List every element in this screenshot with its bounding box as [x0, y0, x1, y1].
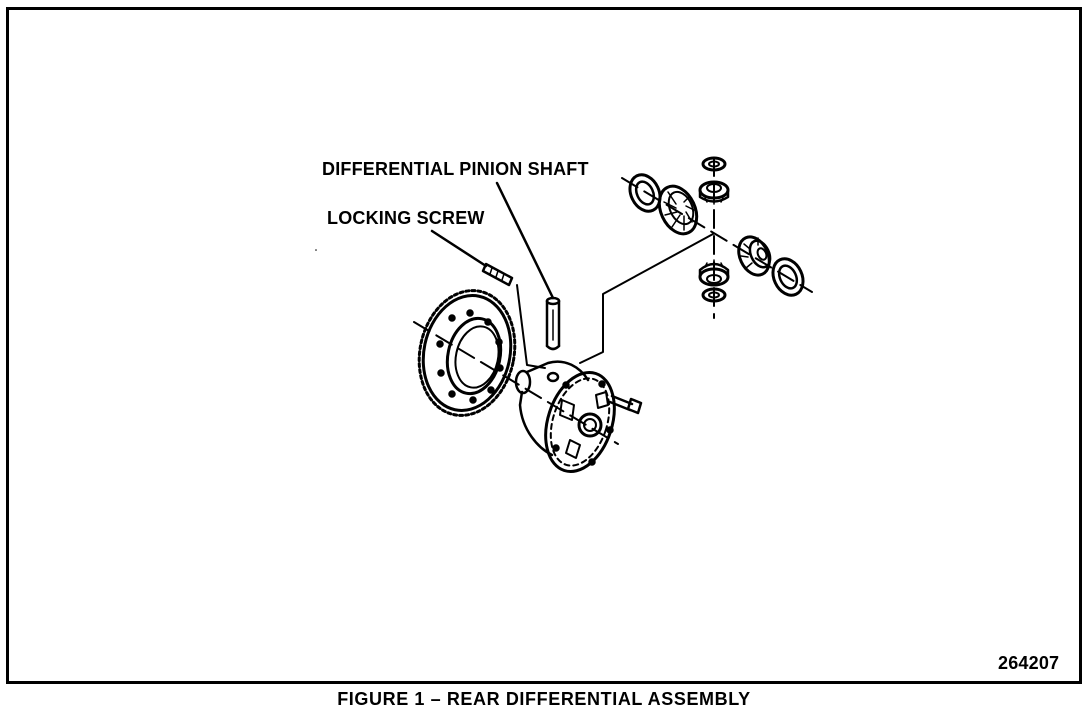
- figure-caption: FIGURE 1 – REAR DIFFERENTIAL ASSEMBLY: [337, 689, 751, 709]
- differential-case: [514, 360, 616, 474]
- lower-pinion-washer: [701, 287, 727, 303]
- ring-gear: [417, 289, 517, 417]
- figure-frame: [6, 7, 1082, 684]
- figure-number: 264207: [998, 653, 1060, 673]
- pinion-shaft-leader: [495, 181, 555, 300]
- upper-pinion-gear: [698, 180, 730, 205]
- lower-pinion-gear: [698, 259, 730, 287]
- speck: [315, 249, 317, 251]
- locking-screw-leader: [430, 229, 488, 268]
- left-side-gear: [657, 184, 699, 236]
- differential-exploded-view: [315, 156, 813, 474]
- locking-screw-label: LOCKING SCREW: [327, 208, 485, 228]
- left-thrust-washer: [628, 173, 662, 213]
- upper-pinion-washer: [701, 156, 727, 172]
- pinion-shaft: [545, 296, 561, 351]
- case-bolt: [608, 394, 643, 415]
- pinion-shaft-label: DIFFERENTIAL PINION SHAFT: [322, 159, 589, 179]
- right-thrust-washer: [771, 257, 805, 297]
- right-side-gear: [737, 235, 772, 277]
- locking-screw: [481, 262, 514, 287]
